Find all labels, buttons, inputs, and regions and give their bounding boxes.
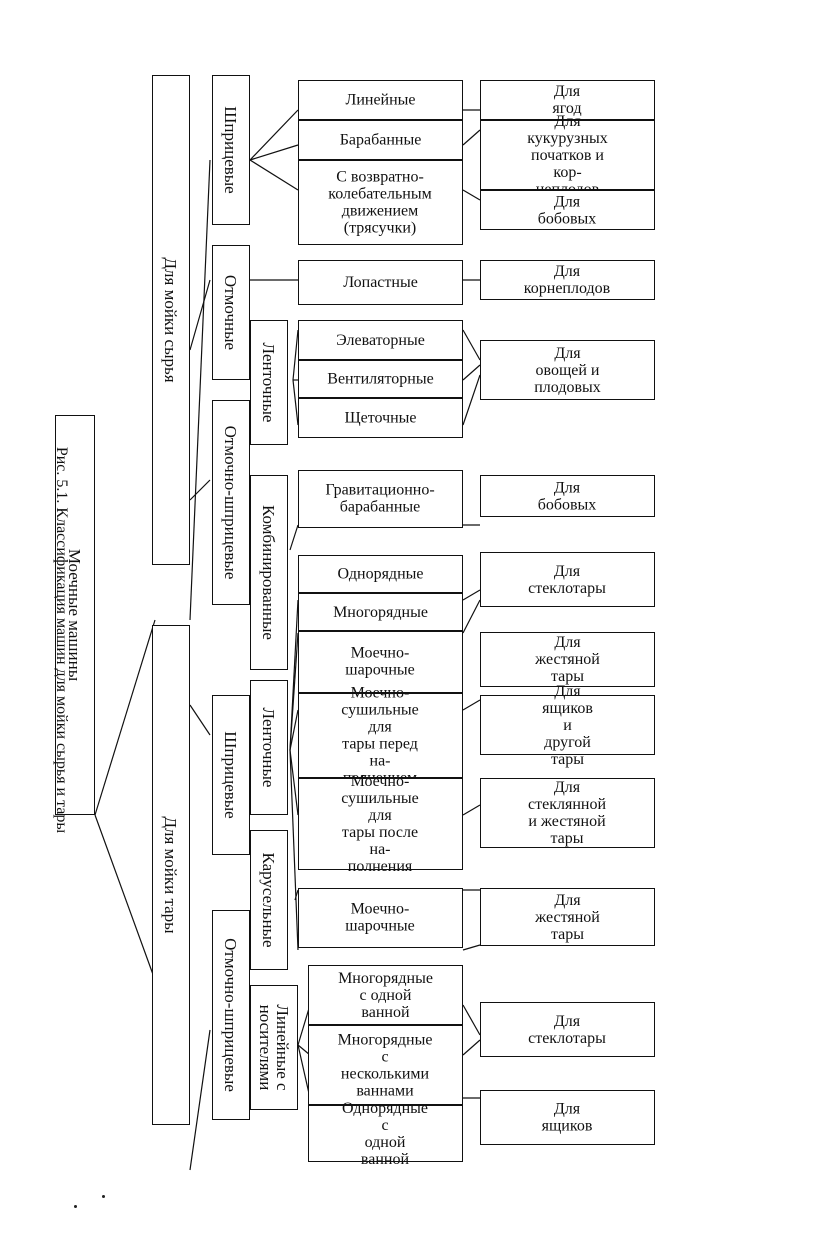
purpose-kukuruzy: Для кукурузных початков и кор- неплодов	[480, 113, 655, 198]
subtype-tare-karusel: Карусельные	[250, 830, 288, 970]
machine-moech-sharoch-2-text: Моечно- шарочные	[345, 901, 416, 935]
purpose-yashchikov: Для ящиков	[480, 1090, 655, 1145]
machine-mnogoryadnye-text: Многорядные	[333, 603, 428, 621]
machine-odnoryad-odna-text: Однорядные с одной ванной	[342, 1099, 429, 1168]
machine-vozvratno-text: С возвратно- колебательным движением (тр…	[328, 168, 433, 237]
purpose-bobovyh-1-text: Для бобовых	[538, 193, 597, 228]
machine-lineinye-text: Линейные	[345, 91, 416, 109]
purpose-stekl-zhest: Для стеклянной и жестяной тары	[480, 778, 655, 848]
purpose-kukuruzy-text: Для кукурузных початков и кор- неплодов	[527, 112, 608, 198]
purpose-bobovyh-1: Для бобовых	[480, 190, 655, 230]
purpose-zhest-tary-2: Для жестяной тары	[480, 888, 655, 946]
type-raw-otmoch: Отмочные	[212, 245, 250, 380]
purpose-steklotary-1: Для стеклотары	[480, 552, 655, 607]
machine-mnogoryad-neskolko-text: Многорядные с несколькими ваннами	[338, 1031, 433, 1099]
machine-moech-sush-posle: Моечно- сушильные для тары после на- пол…	[298, 773, 463, 875]
purpose-korneplodov-text: Для корнеплодов	[524, 263, 611, 297]
machine-barabannye: Барабанные	[298, 120, 463, 160]
subtype-tare-lentoch: Ленточные	[250, 680, 288, 815]
machine-mnogoryad-neskolko: Многорядные с несколькими ваннами	[308, 1025, 463, 1105]
machine-shchetochnye-text: Щеточные	[344, 409, 417, 427]
machine-ventilyatornye: Вентиляторные	[298, 360, 463, 398]
machine-lineinye: Линейные	[298, 80, 463, 120]
type-raw-shprits: Шприцевые	[212, 75, 250, 225]
purpose-zhest-tary-1-text: Для жестяной тары	[535, 634, 600, 686]
figure-caption: Рис. 5.1. Классификация машин для мойки …	[53, 446, 70, 834]
machine-mnogoryad-odna: Многорядные с одной ванной	[308, 965, 463, 1025]
machine-mnogoryadnye: Многорядные	[298, 593, 463, 631]
purpose-ovoshchei: Для овощей и плодовых	[480, 340, 655, 400]
purpose-steklotary-2-text: Для стеклотары	[528, 1012, 607, 1047]
type-tare-shprits: Шприцевые	[212, 695, 250, 855]
group-raw: Для мойки сырья	[152, 75, 190, 565]
subtype-raw-lentoch: Ленточные	[250, 320, 288, 445]
purpose-yashchikov-drugoi: Для ящиков и другой тары	[480, 683, 655, 768]
machine-vozvratno: С возвратно- колебательным движением (тр…	[298, 160, 463, 245]
machine-ventilyatornye-text: Вентиляторные	[327, 370, 434, 388]
machine-odnoryad-odna: Однорядные с одной ванной	[308, 1100, 463, 1168]
purpose-steklotary-1-text: Для стеклотары	[528, 562, 607, 597]
scan-speck	[102, 1195, 105, 1198]
group-tare: Для мойки тары	[152, 625, 190, 1125]
purpose-zhest-tary-1: Для жестяной тары	[480, 632, 655, 687]
machine-mnogoryad-odna-text: Многорядные с одной ванной	[338, 969, 433, 1021]
machine-moech-sharoch-1-text: Моечно- шарочные	[345, 645, 416, 679]
machine-odnoryadnye-text: Однорядные	[337, 565, 424, 583]
machine-moech-sush-pered: Моечно- сушильные для тары перед на- пол…	[298, 685, 463, 787]
purpose-ovoshchei-text: Для овощей и плодовых	[534, 344, 601, 396]
subtype-raw-kombin: Комбинированные	[250, 475, 288, 670]
machine-barabannye-text: Барабанные	[339, 131, 422, 149]
purpose-yashchikov-text: Для ящиков	[542, 1100, 593, 1135]
purpose-yashchikov-drugoi-text: Для ящиков и другой тары	[542, 682, 593, 768]
machine-moech-sharoch-2: Моечно- шарочные	[298, 888, 463, 948]
machine-gravitats: Гравитационно- барабанные	[298, 470, 463, 528]
purpose-zhest-tary-2-text: Для жестяной тары	[535, 891, 600, 943]
machine-elevatornye-text: Элеваторные	[336, 331, 425, 349]
subtype-tare-lineinye: Линейные с носителями	[250, 985, 298, 1110]
machine-lopastnye: Лопастные	[298, 260, 463, 305]
machine-moech-sush-posle-text: Моечно- сушильные для тары после на- пол…	[341, 773, 420, 875]
purpose-stekl-zhest-text: Для стеклянной и жестяной тары	[528, 779, 607, 847]
machine-odnoryadnye: Однорядные	[298, 555, 463, 593]
type-tare-otmoch-shprits: Отмочно-шприцевые	[212, 910, 250, 1120]
purpose-korneplodov: Для корнеплодов	[480, 260, 655, 300]
machine-elevatornye: Элеваторные	[298, 320, 463, 360]
purpose-bobovyh-2: Для бобовых	[480, 475, 655, 517]
scan-speck	[74, 1205, 77, 1208]
machine-lopastnye-text: Лопастные	[343, 274, 418, 291]
machine-moech-sharoch-1: Моечно- шарочные	[298, 631, 463, 693]
purpose-bobovyh-2-text: Для бобовых	[538, 479, 597, 514]
type-raw-otmoch-shprits: Отмочно-шприцевые	[212, 400, 250, 605]
machine-gravitats-text: Гравитационно- барабанные	[325, 482, 436, 517]
machine-moech-sush-pered-text: Моечно- сушильные для тары перед на- пол…	[341, 684, 420, 787]
purpose-steklotary-2: Для стеклотары	[480, 1002, 655, 1057]
machine-shchetochnye: Щеточные	[298, 398, 463, 438]
